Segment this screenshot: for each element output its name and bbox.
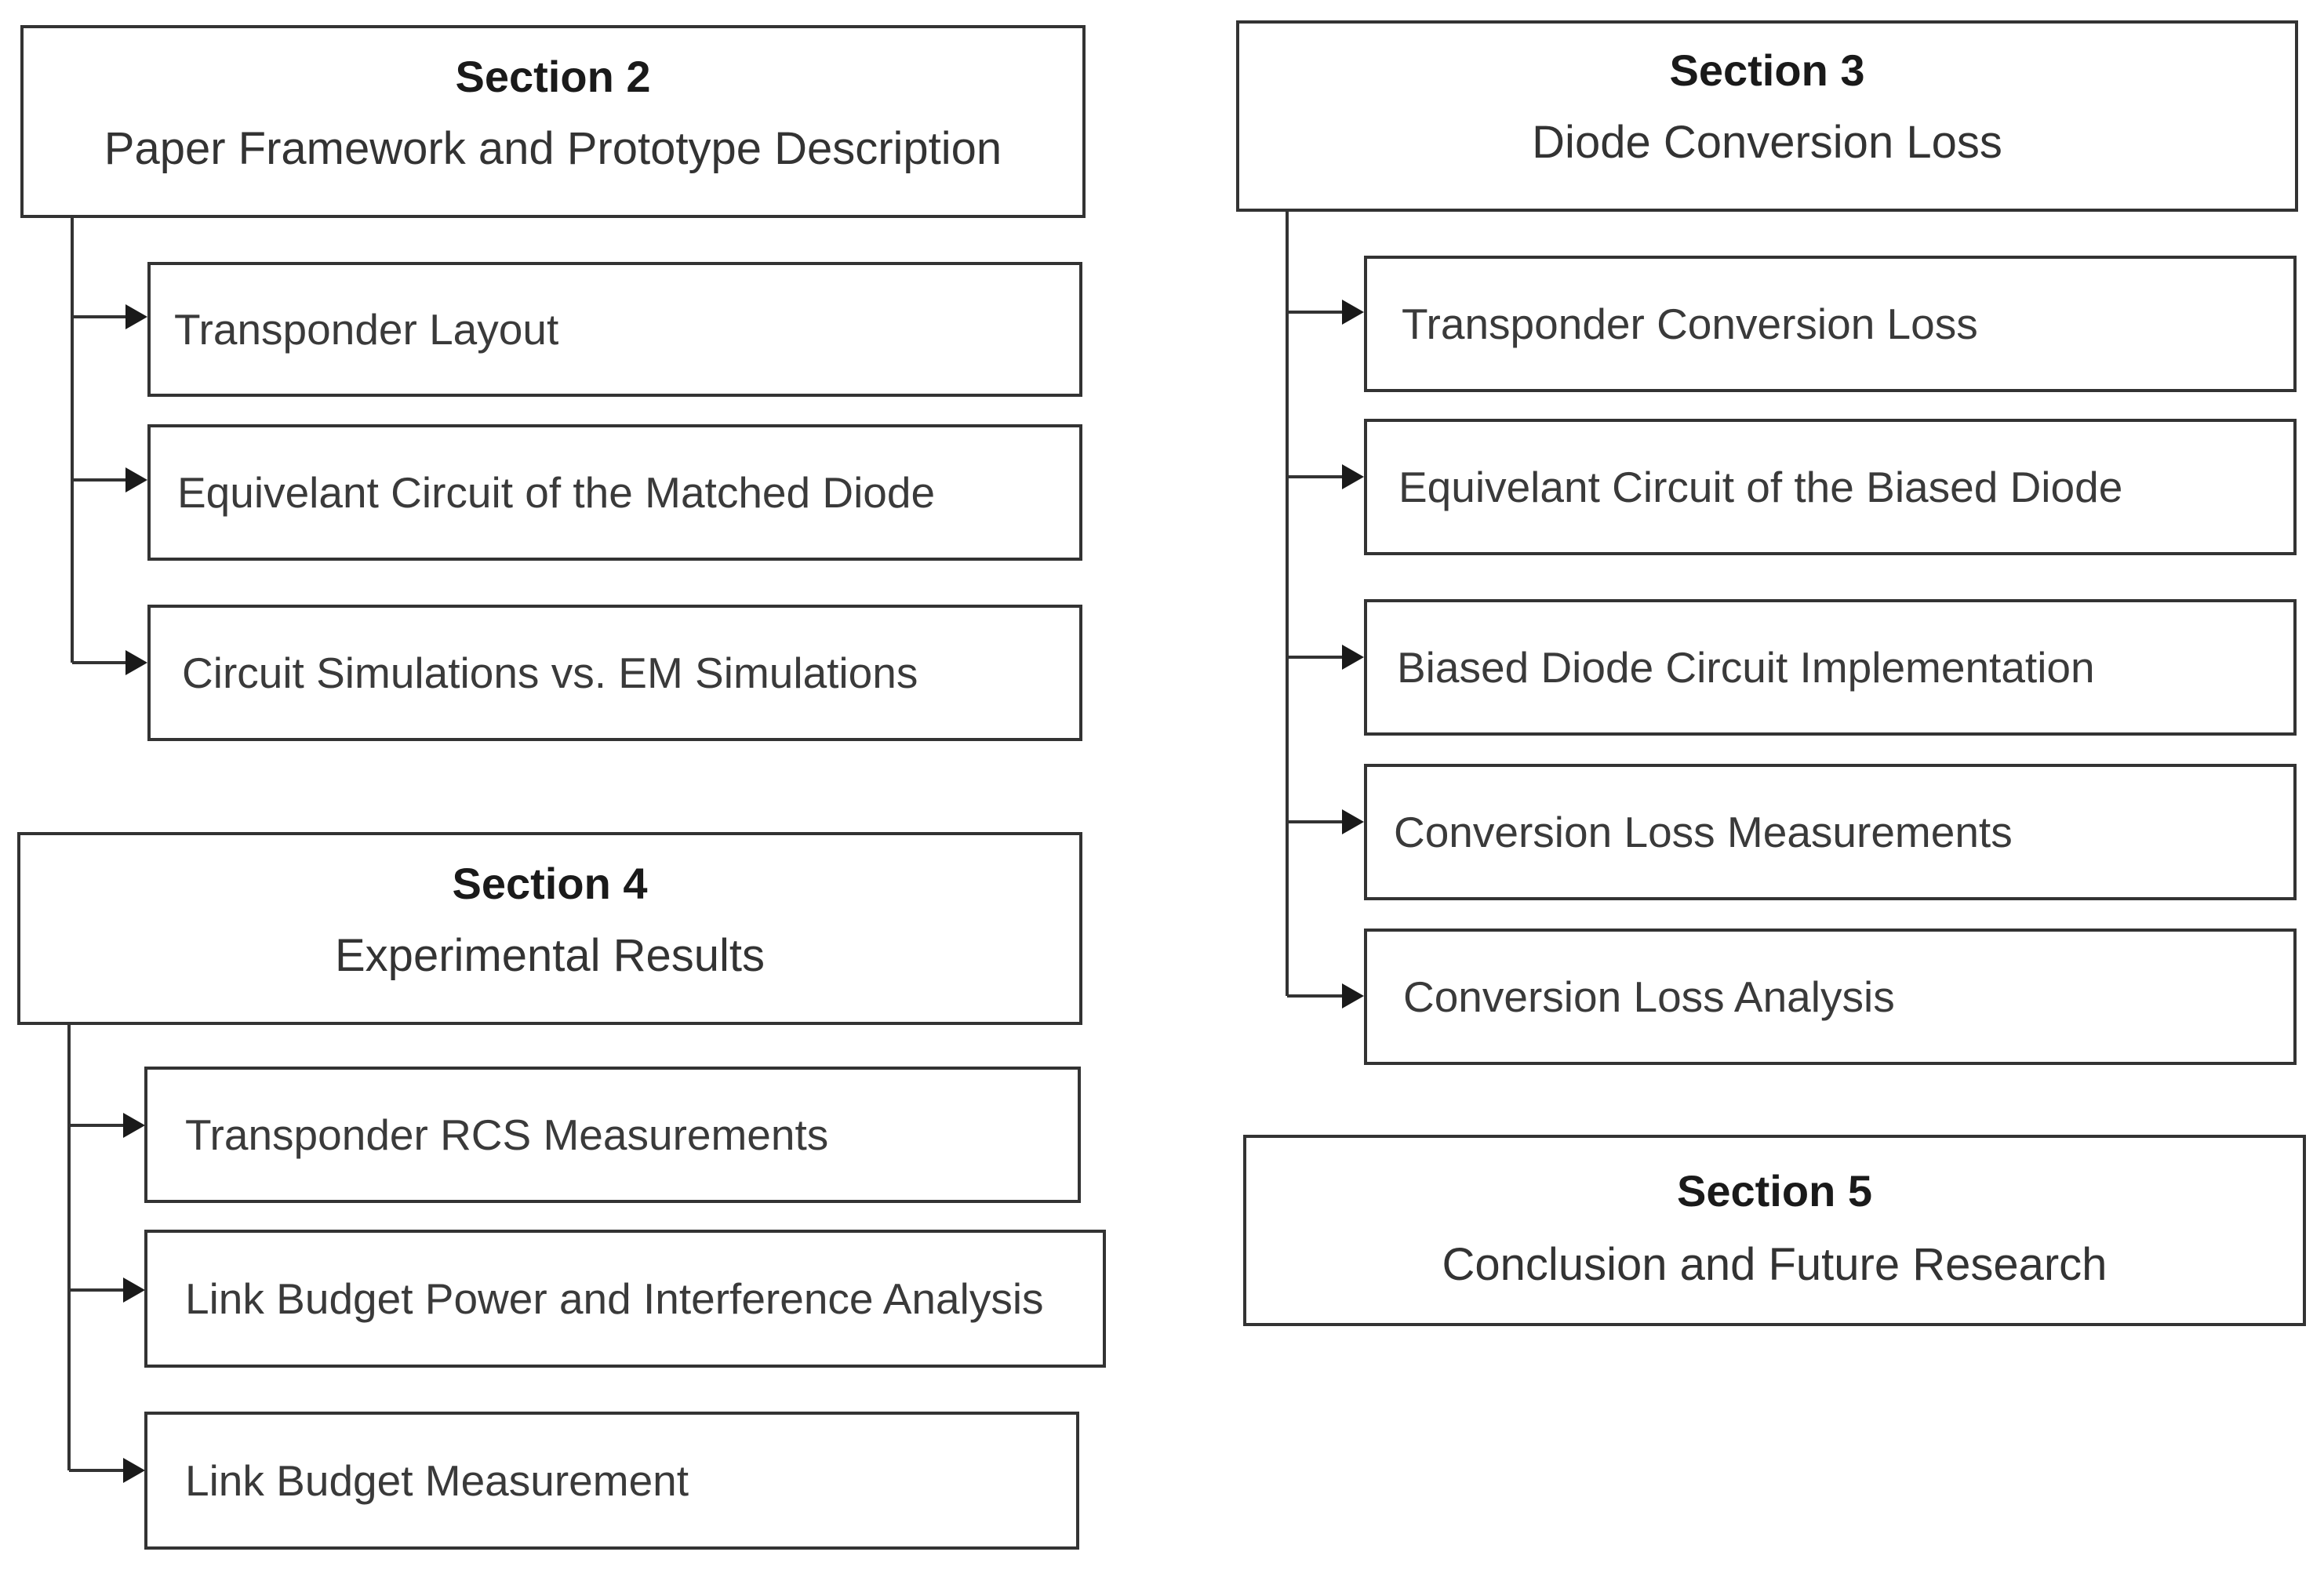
arrow-icon xyxy=(1342,464,1364,489)
subsection-box: Conversion Loss Measurements xyxy=(1364,764,2297,900)
section-title: Experimental Results xyxy=(335,930,765,981)
arrow-icon xyxy=(123,1458,145,1483)
section-title: Paper Framework and Prototype Descriptio… xyxy=(104,123,1002,174)
arrow-icon xyxy=(123,1277,145,1303)
subsection-box: Circuit Simulations vs. EM Simulations xyxy=(147,605,1082,741)
section-number: Section 3 xyxy=(1669,45,1865,95)
subsection-label: Conversion Loss Analysis xyxy=(1403,972,1895,1021)
subsection-box: Equivelant Circuit of the Matched Diode xyxy=(147,424,1082,561)
section-3-header: Section 3 Diode Conversion Loss xyxy=(1236,20,2298,212)
section-title: Conclusion and Future Research xyxy=(1442,1239,2108,1290)
subsection-box: Transponder RCS Measurements xyxy=(144,1067,1081,1203)
subsection-label: Conversion Loss Measurements xyxy=(1394,808,2013,856)
subsection-box: Transponder Layout xyxy=(147,262,1082,397)
arrow-icon xyxy=(1342,809,1364,834)
subsection-box: Link Budget Power and Interference Analy… xyxy=(144,1230,1106,1368)
subsection-label: Biased Diode Circuit Implementation xyxy=(1397,643,2095,692)
arrow-icon xyxy=(125,467,147,492)
section-title: Diode Conversion Loss xyxy=(1532,117,2002,168)
section-number: Section 2 xyxy=(455,52,651,101)
arrow-icon xyxy=(1342,983,1364,1009)
arrow-icon xyxy=(1342,300,1364,325)
arrow-icon xyxy=(125,650,147,675)
section-4-header: Section 4 Experimental Results xyxy=(17,832,1082,1025)
arrow-icon xyxy=(125,304,147,329)
section-5-header: Section 5 Conclusion and Future Research xyxy=(1243,1135,2306,1326)
subsection-box: Biased Diode Circuit Implementation xyxy=(1364,599,2297,736)
subsection-box: Transponder Conversion Loss xyxy=(1364,256,2297,392)
subsection-label: Transponder Layout xyxy=(174,305,559,354)
section-2-header: Section 2 Paper Framework and Prototype … xyxy=(20,25,1086,218)
subsection-label: Link Budget Measurement xyxy=(185,1456,689,1505)
subsection-label: Transponder RCS Measurements xyxy=(185,1110,829,1159)
arrow-icon xyxy=(1342,645,1364,670)
subsection-box: Equivelant Circuit of the Biased Diode xyxy=(1364,419,2297,555)
subsection-box: Link Budget Measurement xyxy=(144,1412,1079,1550)
subsection-label: Equivelant Circuit of the Biased Diode xyxy=(1398,463,2123,511)
section-number: Section 4 xyxy=(452,859,648,908)
arrow-icon xyxy=(123,1113,145,1138)
subsection-box: Conversion Loss Analysis xyxy=(1364,929,2297,1065)
subsection-label: Link Budget Power and Interference Analy… xyxy=(185,1274,1044,1323)
subsection-label: Circuit Simulations vs. EM Simulations xyxy=(182,649,918,697)
subsection-label: Transponder Conversion Loss xyxy=(1402,300,1978,348)
section-number: Section 5 xyxy=(1677,1166,1872,1216)
subsection-label: Equivelant Circuit of the Matched Diode xyxy=(177,468,936,517)
